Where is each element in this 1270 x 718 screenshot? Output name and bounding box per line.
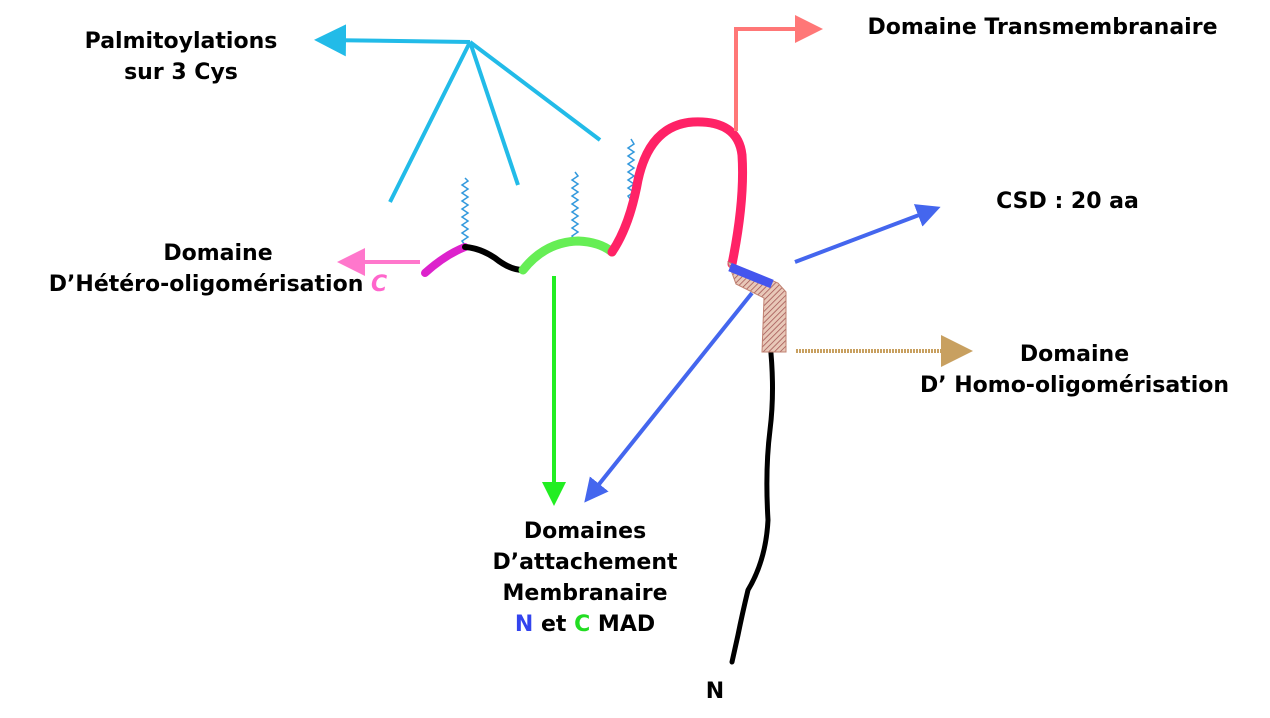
- palmitoylation-arrow: [314, 24, 471, 57]
- hetero-line1: Domaine: [163, 241, 273, 266]
- palmitate-chain-1: [460, 177, 470, 246]
- c-mad-segment: [518, 236, 617, 275]
- palmitoylation-arrows: [314, 24, 602, 203]
- n-terminus-text: N: [705, 679, 725, 704]
- linker-segment: [462, 244, 526, 273]
- csd-text: CSD : 20 aa: [996, 189, 1139, 214]
- attachment-line2: D’attachement: [492, 550, 678, 575]
- hetero-oligomerization-segment: [421, 243, 469, 277]
- palmitate-chain-2: [570, 171, 580, 241]
- palmitoylation-line-3: [468, 40, 602, 142]
- n-terminal-tail: [729, 340, 775, 665]
- palmitoylations-line2: sur 3 Cys: [124, 60, 238, 85]
- homo-line2: D’ Homo-oligomérisation: [919, 373, 1230, 398]
- csd-arrow: [794, 204, 941, 264]
- hetero-oligomerization-label: Domaine D’Hétéro-oligomérisation C: [8, 238, 428, 300]
- attachment-et: et: [540, 612, 567, 637]
- transmembrane-text: Domaine Transmembranaire: [867, 15, 1218, 40]
- palmitate-chain-3: [626, 138, 636, 201]
- csd-label: CSD : 20 aa: [965, 186, 1170, 217]
- hetero-line2: D’Hétéro-oligomérisation: [48, 272, 364, 297]
- transmembrane-label: Domaine Transmembranaire: [830, 12, 1255, 43]
- attachment-mad: MAD: [597, 612, 656, 637]
- protein-backbone: [421, 117, 775, 665]
- palmitoylations-line1: Palmitoylations: [84, 29, 278, 54]
- palmitate-chains: [460, 138, 636, 246]
- palmitoylation-line-1: [388, 41, 472, 203]
- attachment-line1: Domaines: [523, 519, 647, 544]
- membrane-attachment-label: Domaines D’attachement Membranaire N et …: [455, 516, 715, 640]
- palmitoylation-line-2: [468, 41, 520, 186]
- csd-segment: [728, 262, 774, 289]
- transmembrane-arrow: [734, 15, 823, 131]
- attachment-c-letter: C: [574, 612, 591, 637]
- n-terminus-label: N: [700, 676, 730, 707]
- homo-oligomerization-label: Domaine D’ Homo-oligomérisation: [882, 339, 1267, 401]
- homo-line1: Domaine: [1019, 342, 1130, 367]
- attachment-n-letter: N: [514, 612, 534, 637]
- transmembrane-segment: [607, 117, 748, 269]
- hetero-c-letter: C: [371, 272, 388, 297]
- palmitoylations-label: Palmitoylations sur 3 Cys: [62, 26, 300, 88]
- n-mad-arrow: [584, 291, 754, 503]
- attachment-line3: Membranaire: [502, 581, 668, 606]
